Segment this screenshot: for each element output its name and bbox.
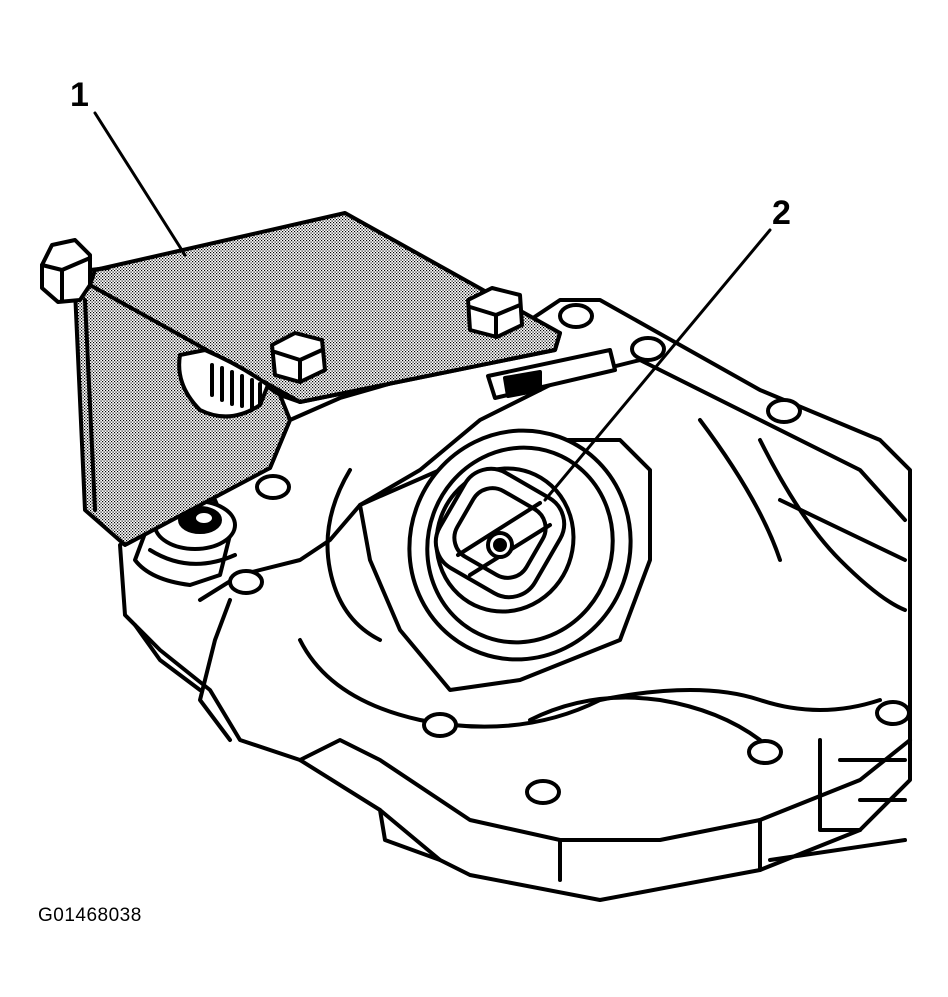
figure-identifier: G01468038 xyxy=(38,905,142,926)
bolt-hole xyxy=(422,712,458,738)
pinion-shaft-end xyxy=(433,466,567,600)
bolt-hole xyxy=(558,303,594,329)
bolt-hole xyxy=(228,569,264,595)
bolt-hole xyxy=(255,474,291,500)
bolt-hole xyxy=(766,398,802,424)
leader-line-1 xyxy=(93,111,187,257)
callout-number-2: 2 xyxy=(772,194,791,232)
hex-bolt xyxy=(270,331,327,384)
bolt-hole xyxy=(747,739,783,765)
flange-bolt-holes xyxy=(228,303,911,805)
bolt-hole xyxy=(630,336,666,362)
bolt-hole xyxy=(525,779,561,805)
bolt-hole xyxy=(875,700,911,726)
callout-number-1: 1 xyxy=(70,76,89,114)
hex-bolt xyxy=(40,238,110,304)
leader-line-2 xyxy=(543,228,772,502)
bracket-bolts xyxy=(40,238,524,384)
flange-tab xyxy=(486,348,617,400)
hex-bolt xyxy=(466,286,524,339)
